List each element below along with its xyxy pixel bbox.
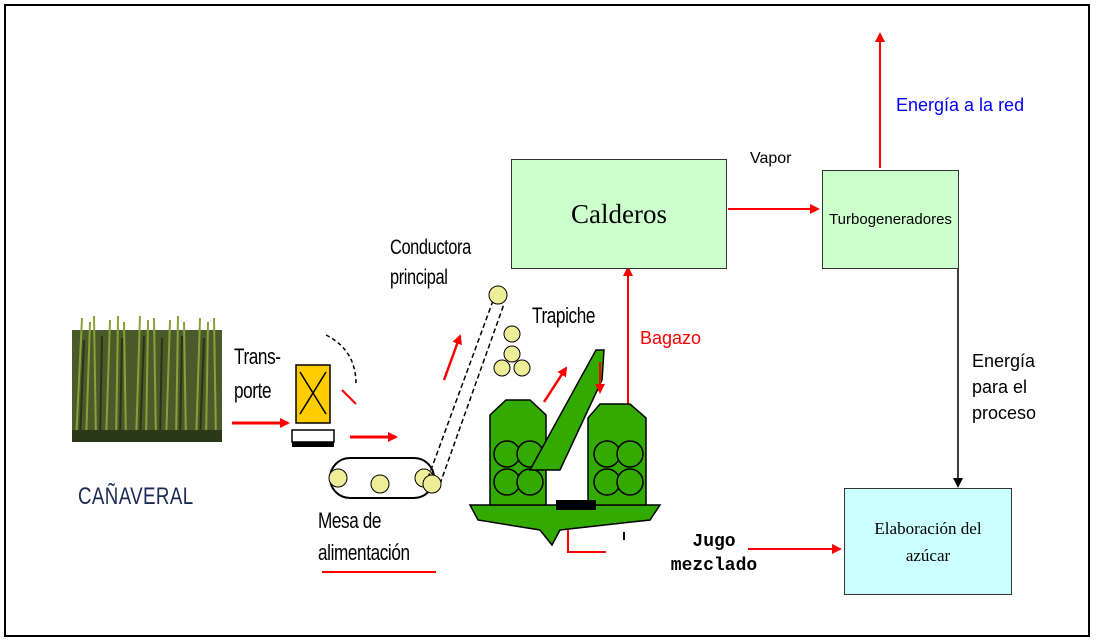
mesa-label: Mesa de alimentación: [318, 508, 410, 565]
main-conveyor-illustration: [422, 285, 531, 494]
sugarcane-field-illustration: [72, 315, 222, 443]
energia-red-label: Energía a la red: [896, 95, 1025, 115]
turbogeneradores-label: Turbogeneradores: [829, 211, 952, 228]
elaboracion-label: Elaboración del azúcar: [874, 518, 982, 565]
calderos-label: Calderos: [571, 198, 667, 229]
trapiche-label: Trapiche: [532, 303, 596, 328]
energia-proceso-label: Energía para el proceso: [972, 351, 1037, 423]
vapor-label: Vapor: [750, 150, 792, 167]
canaveral-label: CAÑAVERAL: [78, 483, 194, 510]
arrow-conveyor-2: [542, 366, 568, 403]
mill-illustration: [468, 349, 662, 553]
cane-unloader-illustration: [291, 334, 357, 447]
conductora-label: Conductora principal: [390, 236, 471, 289]
elaboracion-box: Elaboración del azúcar: [844, 488, 1012, 595]
bagazo-label: Bagazo: [640, 328, 702, 348]
transporte-label: Trans- porte: [234, 344, 281, 403]
calderos-box: Calderos: [511, 159, 727, 269]
arrow-conveyor-1: [442, 334, 462, 381]
feeding-table-illustration: [328, 457, 435, 499]
turbogeneradores-box: Turbogeneradores: [822, 170, 959, 269]
jugo-mezclado-label: Jugo mezclado: [670, 532, 758, 576]
